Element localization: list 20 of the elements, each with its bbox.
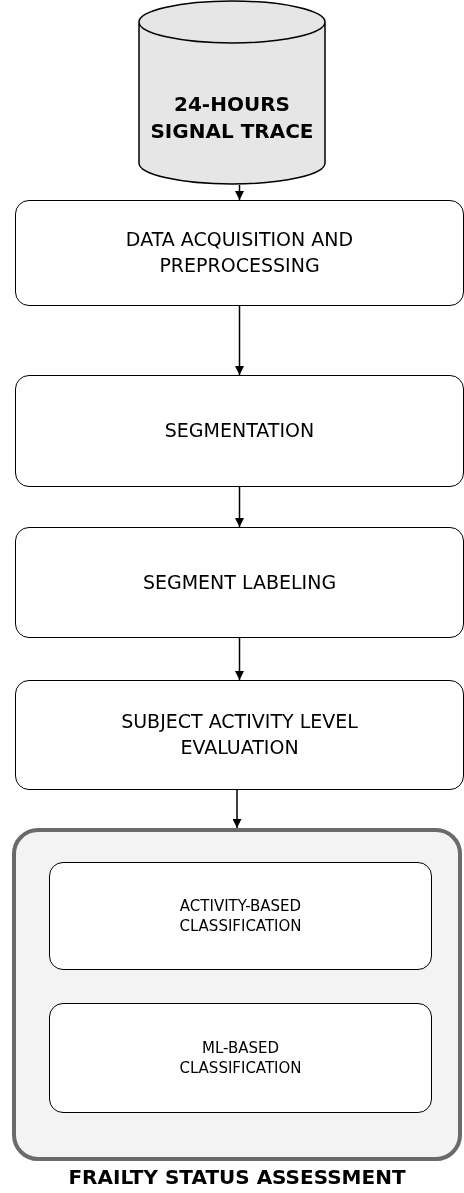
arrow [235, 486, 244, 528]
arrow [235, 637, 244, 681]
process-box [15, 527, 464, 638]
box-label: DATA ACQUISITION AND PREPROCESSING [124, 227, 355, 278]
box-label: ACTIVITY-BASED CLASSIFICATION [178, 895, 303, 937]
box-label: ML-BASED CLASSIFICATION [178, 1037, 303, 1079]
arrow [232, 789, 242, 829]
box-label: SEGMENTATION [164, 418, 315, 444]
arrow [235, 305, 244, 376]
group-heading: FRAILTY STATUS ASSESSMENT [67, 1165, 407, 1189]
process-box [15, 375, 464, 487]
process-box [15, 200, 464, 306]
arrow [235, 184, 244, 201]
database-cylinder [138, 0, 326, 185]
box-label: SEGMENT LABELING [142, 569, 337, 595]
box-label: SUBJECT ACTIVITY LEVEL EVALUATION [120, 709, 359, 760]
process-box [49, 862, 432, 970]
process-box [15, 680, 464, 790]
box-label: 24-HOURS SIGNAL TRACE [149, 90, 315, 145]
process-box [49, 1003, 432, 1113]
